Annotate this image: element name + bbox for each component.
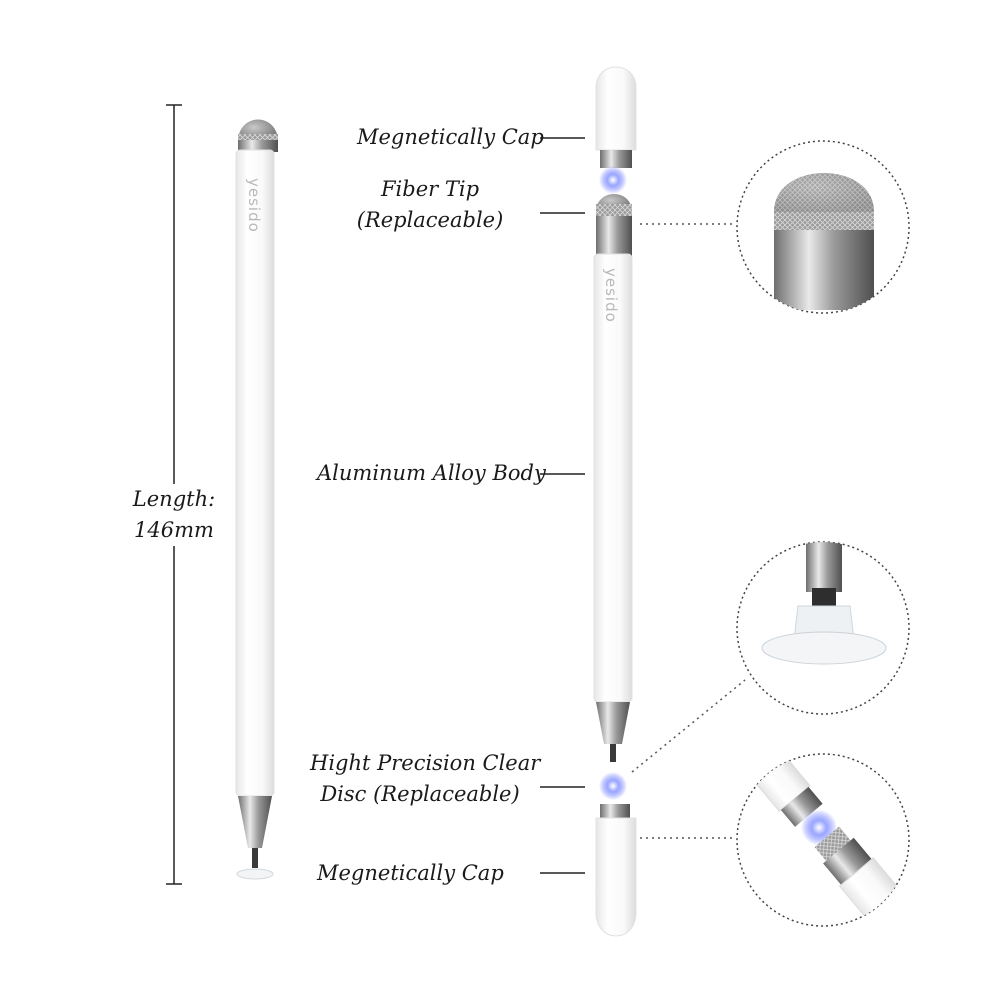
callout-clear-disc-line1: Hight Precision Clear	[310, 751, 541, 775]
callout-clear-disc: Hight Precision Clear Disc (Replaceable)	[310, 748, 541, 810]
magnetic-cap-closeup-icon	[736, 753, 910, 927]
length-label: Length: 146mm	[124, 484, 224, 546]
callout-cap-top: Megnetically Cap	[357, 125, 544, 149]
callout-fiber-tip-line2: (Replaceable)	[356, 208, 504, 232]
right-stylus-pen-exploded	[593, 66, 637, 937]
callout-fiber-tip-line1: Fiber Tip	[380, 177, 480, 201]
callout-leader-lines	[540, 137, 585, 874]
callout-fiber-tip: Fiber Tip (Replaceable)	[340, 174, 520, 236]
length-label-line1: Length:	[132, 487, 216, 511]
clear-disc-closeup-icon	[736, 541, 910, 715]
length-label-line2: 146mm	[134, 518, 214, 542]
callout-cap-bottom: Megnetically Cap	[317, 861, 504, 885]
length-dimension-marker	[166, 104, 182, 885]
left-stylus-pen	[235, 119, 278, 880]
callout-clear-disc-line2: Disc (Replaceable)	[320, 782, 520, 806]
magnet-glow-bottom	[599, 772, 627, 800]
zoom-dotted-connectors	[631, 223, 746, 839]
right-pen-brand-logo: yesido	[602, 268, 620, 323]
fiber-tip-closeup-icon	[736, 140, 910, 314]
callout-body: Aluminum Alloy Body	[317, 461, 546, 485]
magnet-glow-top	[599, 166, 627, 194]
left-pen-brand-logo: yesido	[245, 178, 263, 233]
